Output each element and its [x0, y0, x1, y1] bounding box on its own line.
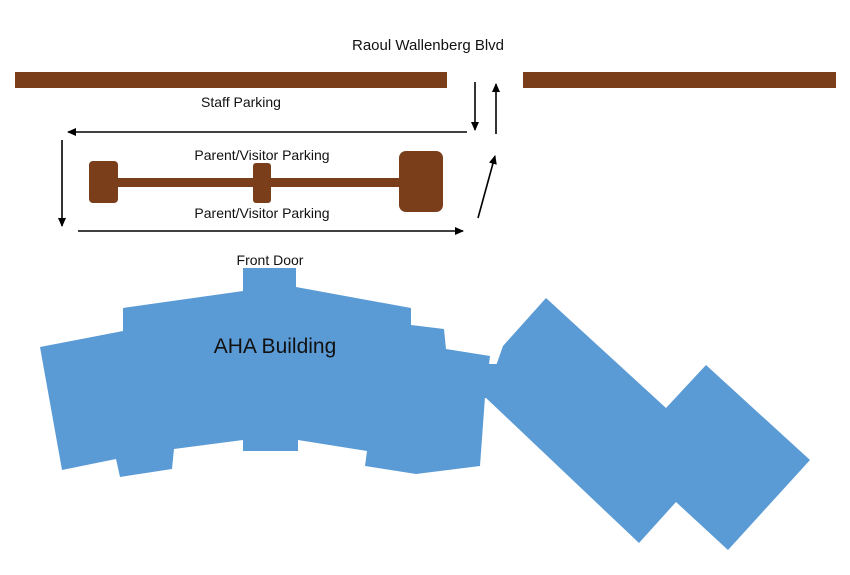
staff-parking-label: Staff Parking [201, 94, 281, 110]
aha-building [40, 268, 810, 550]
street-right-segment [523, 72, 836, 88]
front-door-label: Front Door [237, 252, 304, 268]
parking-top-label: Parent/Visitor Parking [194, 147, 329, 163]
exit-lane-arrow [477, 155, 497, 219]
street-label: Raoul Wallenberg Blvd [352, 37, 504, 54]
street-left-segment [15, 72, 447, 88]
parking-bottom-label: Parent/Visitor Parking [194, 205, 329, 221]
parking-island [89, 151, 443, 212]
building-label: AHA Building [214, 335, 337, 358]
